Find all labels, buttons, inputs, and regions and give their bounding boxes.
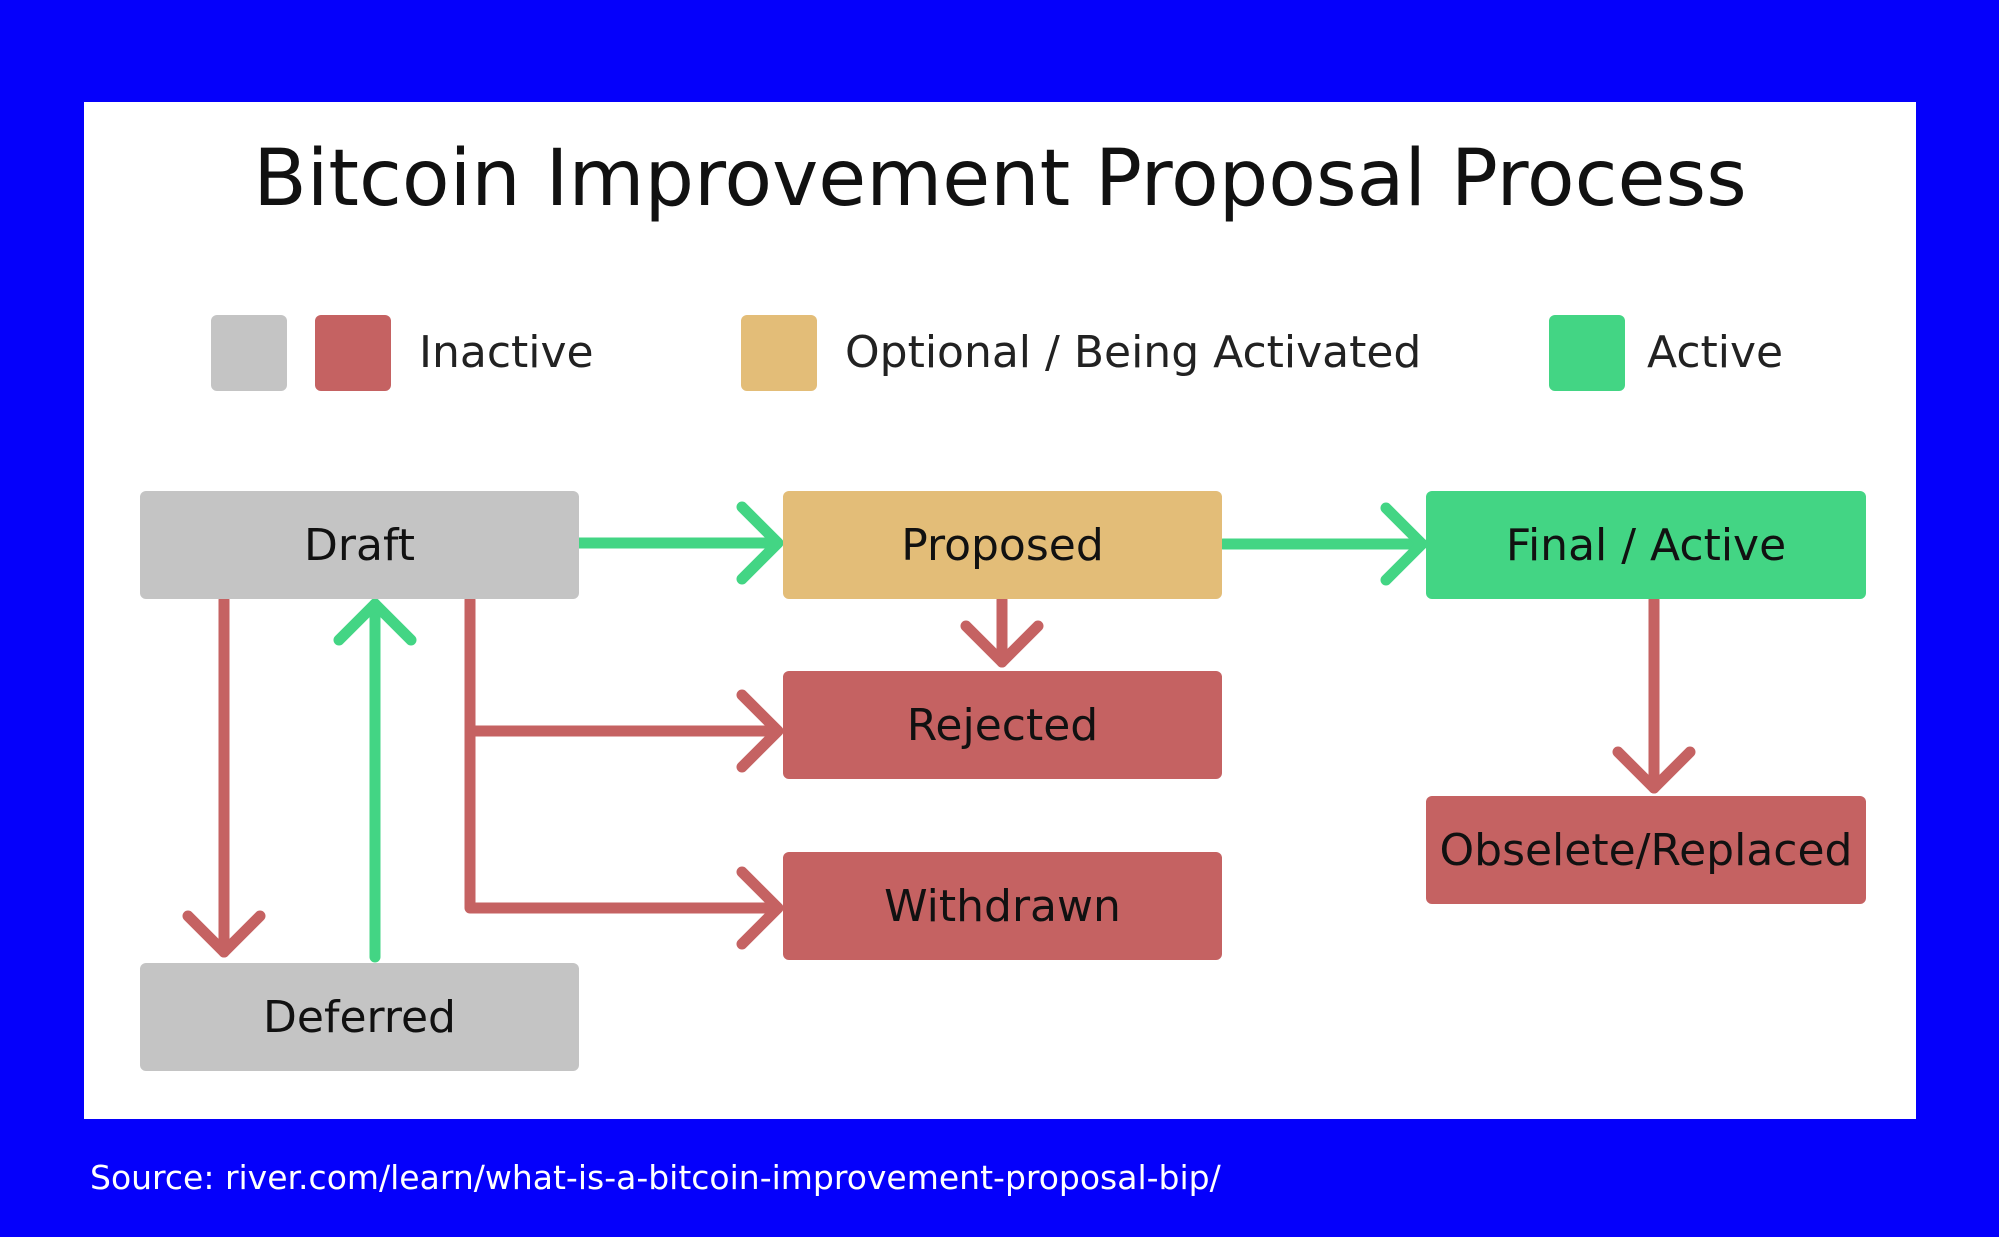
arrow-draft-to-rejected-withdrawn: [464, 594, 784, 950]
arrow-proposed-to-final: [1217, 502, 1428, 586]
arrow-final-to-obsolete: [1612, 594, 1696, 794]
node-rejected: Rejected: [783, 671, 1222, 779]
legend-swatch-inactive-red: [315, 315, 391, 391]
source-caption: Source: river.com/learn/what-is-a-bitcoi…: [90, 1158, 1221, 1197]
node-final-active: Final / Active: [1426, 491, 1866, 599]
arrow-draft-to-proposed: [573, 501, 784, 585]
diagram-title: Bitcoin Improvement Proposal Process: [253, 134, 1747, 224]
node-withdrawn: Withdrawn: [783, 852, 1222, 960]
node-obsolete-replaced: Obselete/Replaced: [1426, 796, 1866, 904]
legend-swatch-inactive-gray: [211, 315, 287, 391]
node-draft: Draft: [140, 491, 579, 599]
node-deferred: Deferred: [140, 963, 579, 1071]
legend-label-active: Active: [1647, 327, 1784, 378]
legend-label-inactive: Inactive: [419, 327, 594, 378]
legend-swatch-active: [1549, 315, 1625, 391]
legend-swatch-optional: [741, 315, 817, 391]
flow-arrows: [182, 501, 1696, 963]
legend-label-optional: Optional / Being Activated: [845, 327, 1422, 378]
diagram-card: Bitcoin Improvement Proposal Process Ina…: [84, 102, 1916, 1119]
arrow-deferred-to-draft: [333, 598, 417, 963]
arrow-proposed-to-rejected: [960, 594, 1044, 668]
node-proposed: Proposed: [783, 491, 1222, 599]
arrow-draft-to-deferred: [182, 594, 266, 958]
